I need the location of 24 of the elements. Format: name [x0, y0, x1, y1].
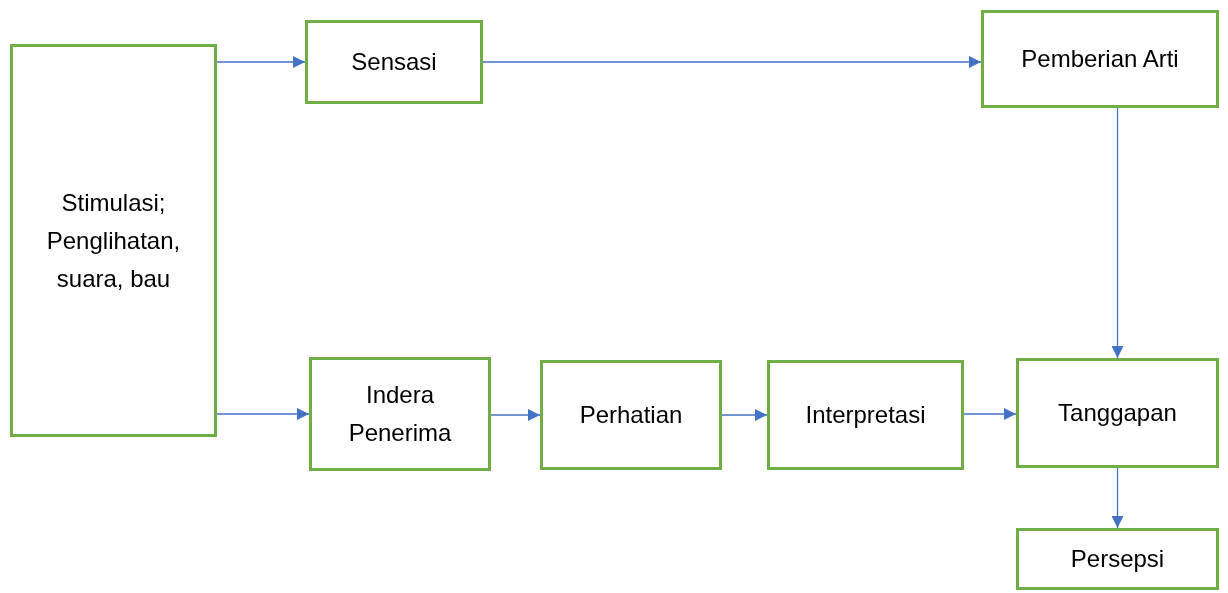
arrow: [1111, 467, 1124, 529]
box-label: Stimulasi; Penglihatan, suara, bau: [45, 187, 182, 294]
box-label: Perhatian: [579, 400, 683, 430]
arrow: [721, 409, 768, 421]
process-box: [10, 44, 217, 437]
box-label: Interpretasi: [805, 400, 926, 430]
process-box: [981, 10, 1219, 108]
box-label: Persepsi: [1070, 544, 1165, 574]
box-label: Indera Penerima: [347, 380, 453, 448]
process-box: [309, 357, 491, 471]
box-label: Pemberian Arti: [1021, 44, 1179, 74]
process-box: [305, 20, 483, 104]
process-box: [540, 360, 722, 470]
process-box: [767, 360, 964, 470]
arrow: [216, 56, 306, 68]
process-box: [1016, 528, 1219, 590]
arrow: [482, 56, 982, 68]
arrow: [216, 408, 310, 420]
box-label: Tanggapan: [1058, 398, 1177, 428]
process-box: [1016, 358, 1219, 468]
arrow: [490, 409, 541, 421]
arrow: [963, 408, 1017, 420]
arrow: [1111, 107, 1124, 359]
box-label: Sensasi: [351, 47, 437, 77]
